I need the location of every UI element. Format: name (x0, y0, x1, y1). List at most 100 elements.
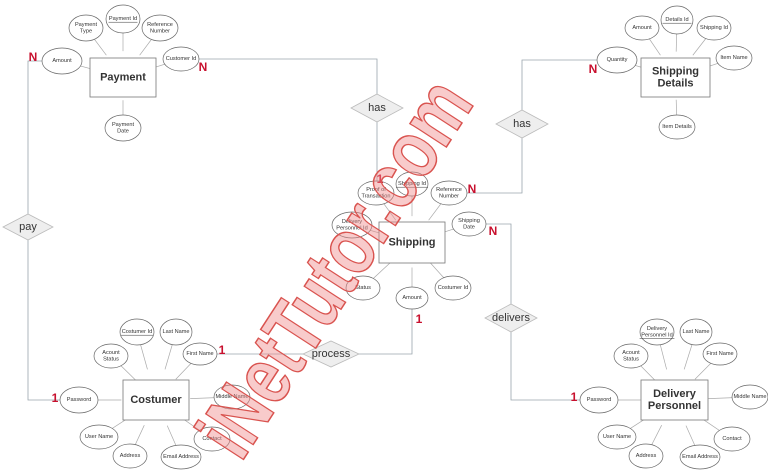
label: Item Name (720, 55, 747, 61)
label: Transaction (361, 193, 390, 199)
cardinality-label: 1 (416, 312, 423, 326)
attribute-ellipse (702, 342, 738, 366)
attribute[interactable]: Email Address (160, 444, 202, 470)
attribute[interactable]: Amount (624, 15, 660, 41)
attribute[interactable]: Customer Id (162, 46, 200, 72)
label: Item Details (662, 124, 692, 130)
relationship-has-payment[interactable]: has (350, 93, 404, 123)
attribute[interactable]: Status (345, 275, 381, 301)
cardinality-label: N (468, 182, 477, 196)
attribute-ellipse (628, 443, 664, 469)
attribute-ellipse (357, 180, 395, 206)
label: Status (355, 285, 371, 291)
label: Date (463, 224, 475, 230)
attribute[interactable]: Address (628, 443, 664, 469)
attribute[interactable]: Quantity (596, 46, 638, 74)
cardinality-label: 1 (219, 343, 226, 357)
label: Payment (112, 122, 135, 128)
relationship-process[interactable]: process (302, 340, 360, 368)
attribute[interactable]: User Name (597, 424, 637, 450)
attribute[interactable]: Costumer Id (434, 275, 472, 301)
diamond-shape (302, 340, 360, 368)
attribute-ellipse (41, 47, 83, 75)
attribute[interactable]: Payment Id (105, 4, 141, 34)
attribute[interactable]: User Name (79, 424, 119, 450)
attribute[interactable]: Costumer Id (119, 318, 155, 346)
label: Middle Name (734, 394, 767, 400)
attribute[interactable]: First Name (182, 342, 218, 366)
relationship-label: pay (19, 221, 37, 233)
attribute[interactable]: Email Address (679, 444, 721, 470)
attribute[interactable]: Password (579, 386, 619, 414)
attribute[interactable]: Address (112, 443, 148, 469)
entity-box (89, 57, 157, 98)
attribute-ellipse (624, 15, 660, 41)
label: First Name (186, 351, 213, 357)
attribute-ellipse (162, 46, 200, 72)
attribute[interactable]: Middle Name (213, 384, 251, 410)
attribute[interactable]: Shipping Id (696, 15, 732, 41)
attribute[interactable]: Last Name (679, 318, 713, 346)
cardinality-label: N (29, 50, 38, 64)
entity-box (378, 221, 446, 264)
attribute[interactable]: Middle Name (731, 384, 768, 410)
relationship-delivers[interactable]: delivers (484, 303, 538, 333)
attribute[interactable]: Amount (395, 286, 429, 310)
entity-box (122, 379, 190, 421)
attribute[interactable]: Shipping Id (395, 171, 429, 197)
attribute-ellipse (160, 444, 202, 470)
attribute-ellipse (451, 211, 487, 237)
attribute[interactable]: Amount (41, 47, 83, 75)
label: First Name (706, 351, 733, 357)
attribute-ellipse (731, 384, 768, 410)
label: Acount (102, 350, 120, 356)
label: Address (636, 453, 657, 459)
relationship-line (199, 58, 378, 181)
attribute[interactable]: Password (59, 386, 99, 414)
diamond-shape (484, 303, 538, 333)
label: Password (67, 397, 92, 403)
label: Costumer Id (438, 285, 468, 291)
attribute[interactable]: Contact (713, 426, 751, 452)
attribute-ellipse (59, 386, 99, 414)
attribute-ellipse (331, 211, 373, 239)
attribute[interactable]: Details Id (660, 5, 694, 35)
attribute-ellipse (141, 14, 179, 42)
attribute[interactable]: Last Name (159, 318, 193, 346)
attribute-ellipse (597, 424, 637, 450)
label: Amount (632, 25, 652, 31)
attribute-ellipse (713, 426, 751, 452)
relationship-pay[interactable]: pay (2, 213, 54, 241)
attribute[interactable]: First Name (702, 342, 738, 366)
label: Customer Id (166, 56, 196, 62)
attribute-ellipse (658, 114, 696, 140)
attribute[interactable]: Item Details (658, 114, 696, 140)
label: Payment (75, 22, 98, 28)
label: Email Address (682, 454, 718, 460)
relationship-has-details[interactable]: has (495, 109, 549, 139)
label: Amount (402, 295, 422, 301)
attribute-ellipse (193, 426, 231, 452)
label: Reference (436, 187, 462, 193)
attribute[interactable]: Item Name (715, 45, 753, 71)
label: Email Address (163, 454, 199, 460)
cardinality-label: 1 (377, 172, 384, 186)
attribute[interactable]: Contact (193, 426, 231, 452)
